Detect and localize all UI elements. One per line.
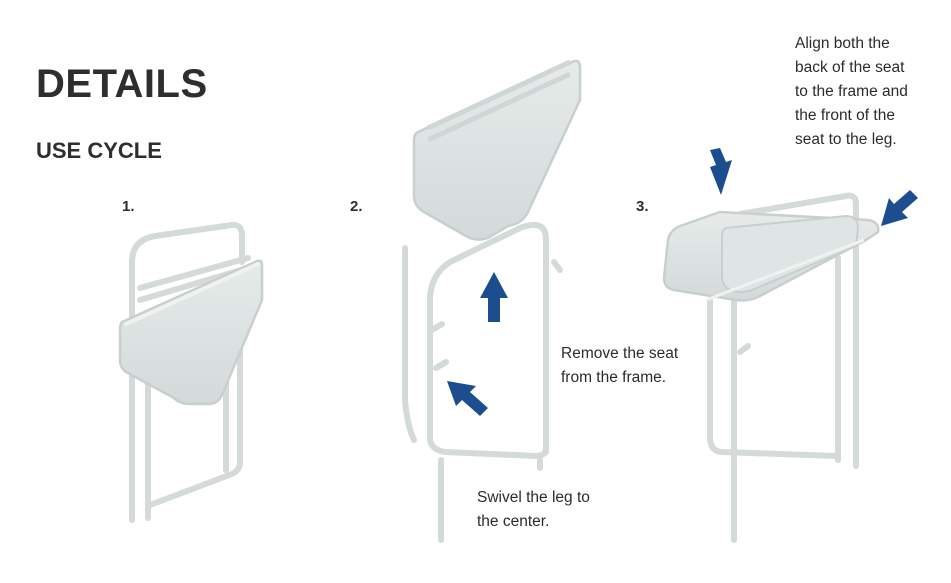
step-2-caption-swivel-leg: Swivel the leg to the center. xyxy=(477,489,590,530)
seat-removed-illustration xyxy=(402,59,582,543)
assembled-table-illustration xyxy=(662,192,880,543)
arrow-diagonal-down-right-icon xyxy=(710,148,732,195)
arrow-diagonal-up-left-icon xyxy=(447,381,488,416)
section-subtitle: USE CYCLE xyxy=(36,138,162,163)
step-2-caption-remove-seat: Remove the seat from the frame. xyxy=(561,345,679,386)
step-3-number: 3. xyxy=(636,198,649,215)
step-3-caption-align: Align both the back of the seat to the f… xyxy=(795,35,908,148)
folded-chair-illustration xyxy=(118,221,264,523)
page-title: DETAILS xyxy=(36,62,208,106)
step-2-number: 2. xyxy=(350,198,363,215)
arrow-diagonal-down-left-icon xyxy=(881,190,918,226)
arrow-up-icon xyxy=(480,272,508,322)
step-1-number: 1. xyxy=(122,198,135,215)
